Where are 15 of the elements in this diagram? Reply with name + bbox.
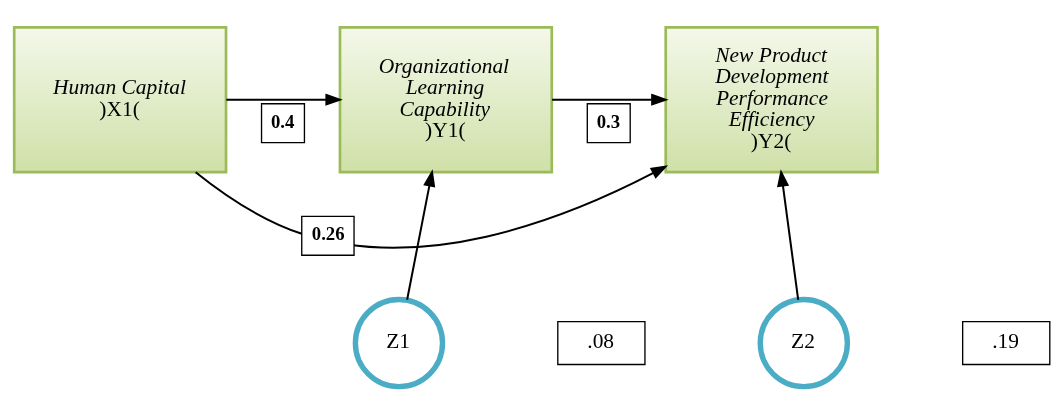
arrow xyxy=(226,93,343,106)
edge-label: 0.26 xyxy=(311,223,345,245)
node-box: .19 xyxy=(962,320,1051,366)
edge-label: 0.4 xyxy=(270,110,295,132)
edge-label: 0.3 xyxy=(596,110,621,132)
node-box: Human Capital )X1( xyxy=(12,26,228,174)
node-box: New Product Development Performance Efficiency )Y2( xyxy=(664,26,879,174)
arrow xyxy=(552,93,669,106)
node-box: Organizational Learning Capability )Y1( xyxy=(338,26,554,174)
arrow xyxy=(195,165,669,249)
node-circle: Z2 xyxy=(757,296,851,390)
arrow xyxy=(406,169,436,300)
node-box: .08 xyxy=(557,320,646,366)
arrow xyxy=(777,169,800,300)
node-circle: Z1 xyxy=(352,296,446,390)
